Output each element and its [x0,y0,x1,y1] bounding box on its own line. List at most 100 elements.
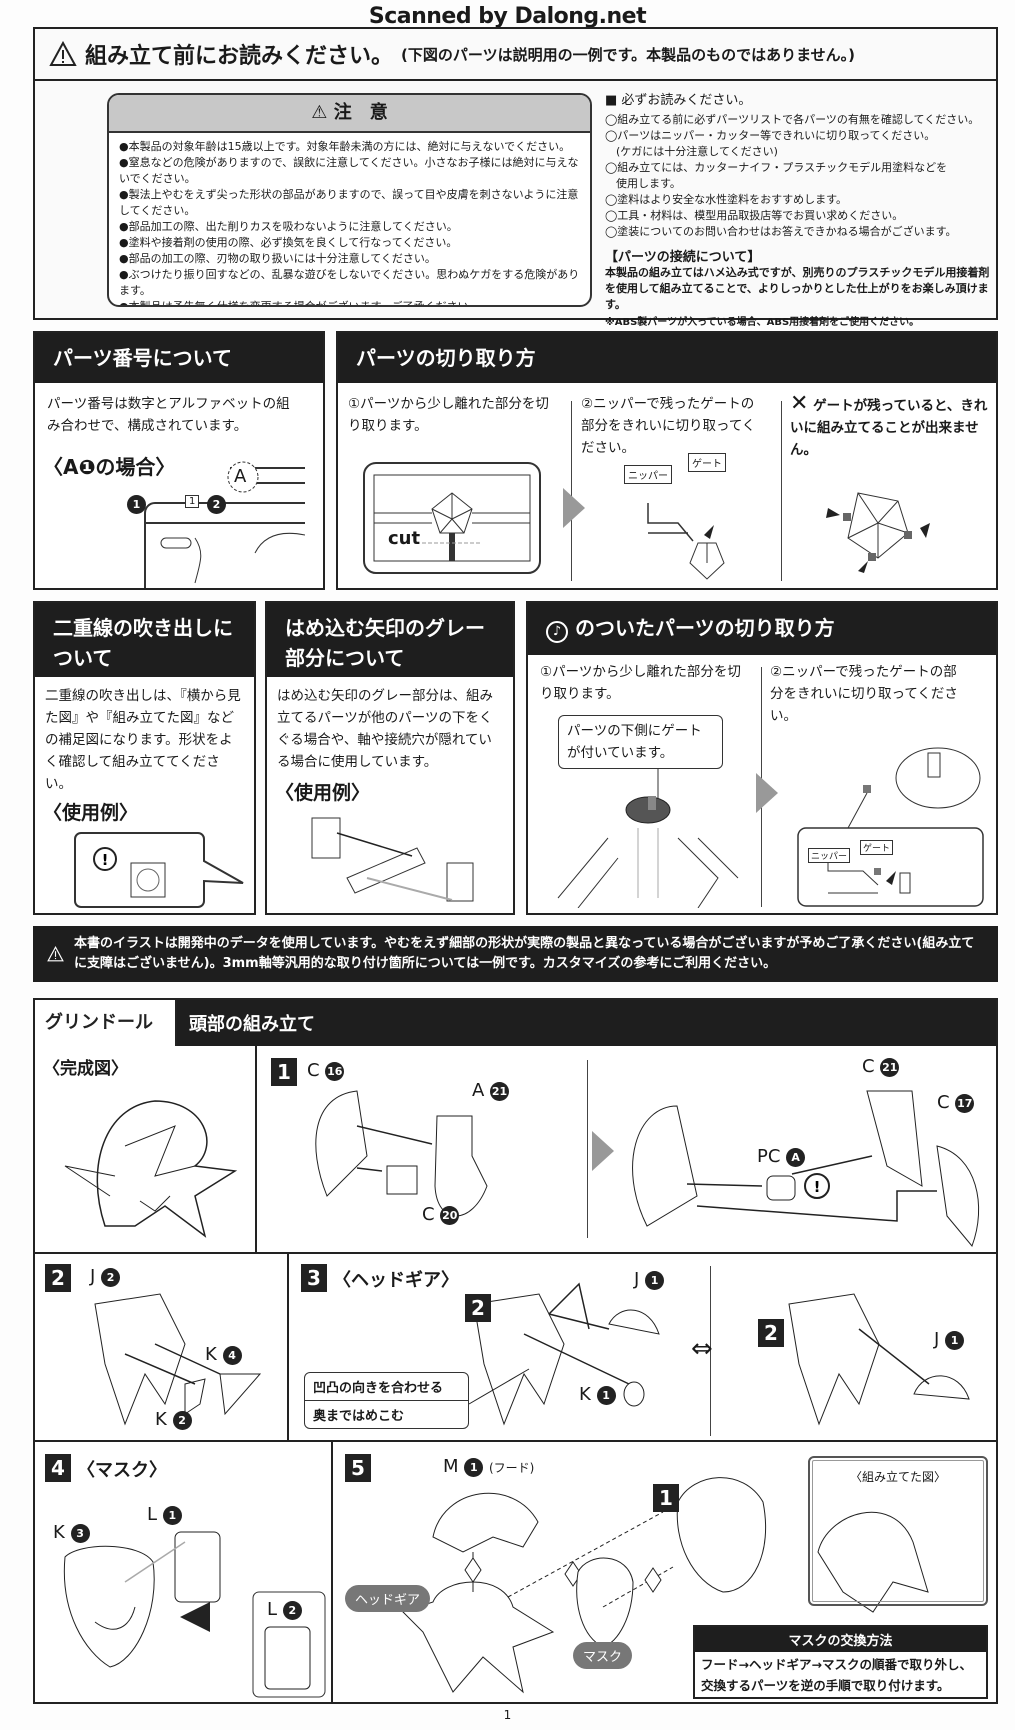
part-label: PC A [757,1146,806,1167]
gate-detail-illustration [797,747,984,907]
must-read-item: ◯工具・材料は、模型用品取扱店等でお買い求めください。 [605,209,904,222]
caution-item: ●部品加工の際、出た削りカスを吸わないように注意してください。 [119,220,458,233]
gray-arrow-title: はめ込む矢印のグレー部分について [267,603,513,677]
step2-illustration [94,1293,262,1426]
headgear-tag: ヘッドギア [345,1585,431,1612]
callout-example-illustration: ! [74,832,244,908]
part-label: K 2 [155,1409,192,1430]
double-line-text: 二重線の吹き出しは、『横から見た図』や『組み立てた図』などの補足図になります。形… [45,688,241,792]
must-read-item: ◯塗装についてのお問い合わせはお答えできかねる場合がございます。 [605,225,957,238]
runner-cut-illustration [363,462,541,574]
gate-part-illustration [557,768,739,908]
part-label: A 21 [472,1080,510,1101]
divider [587,1060,588,1238]
step2-panel: 2 J 2 K 4 K 2 [35,1254,289,1442]
gate-remaining-illustration [826,492,930,573]
warning-text: 本書のイラストは開発中のデータを使用しています。やむをえず細部の形状が実際の製品… [74,936,975,971]
must-read-item: ◯組み立てには、カッターナイフ・プラスチックモデル用塗料などを [605,161,948,174]
runner-letter: A [234,466,247,487]
part-numbers-panel: パーツ番号について パーツ番号は数字とアルファベットの組み合わせで、構成されてい… [33,331,325,590]
connection-title: 【パーツの接続について】 [605,250,761,265]
gate-cut-illustration [647,503,725,580]
illustration-warning-bar: 本書のイラストは開発中のデータを使用しています。やむをえず細部の形状が実際の製品… [33,926,998,982]
must-read-title: ■ 必ずお読みください。 [605,93,752,108]
notice-subtitle: (下図のパーツは説明用の一例です。本製品のものではありません。) [401,45,855,64]
step3-notes: 凹凸の向きを合わせる 奥まではめこむ [304,1372,469,1429]
part-number-2: 2 [207,495,226,514]
assembled-view-label: 〈組み立てた図〉 [849,1470,946,1484]
head-complete-illustration [64,1100,238,1238]
assembly-section: グリンドール 頭部の組み立て 〈完成図〉 1 C 16 A 21 C 20 C … [33,998,998,1704]
part-label: C 20 [422,1204,460,1225]
double-line-example: 〈使用例〉 [43,802,139,824]
x-icon: ✕ [790,391,809,416]
gate-label: ゲート [688,453,726,472]
must-read-item: ◯パーツはニッパー・カッター等できれいに切り取ってください。 [605,129,936,142]
part-label: K 1 [579,1384,616,1405]
next-arrow-icon [592,1131,614,1171]
cutting-title: パーツの切り取り方 [338,333,996,383]
step-number: 4 [45,1454,71,1482]
caution-item: ●本製品は予告無く仕様を変更する場合がございます。ご了承ください。 [119,300,480,307]
caution-title: 注 意 [333,102,388,123]
step4-title: 〈マスク〉 [77,1460,167,1481]
must-read-item: 使用します。 [605,177,681,190]
caution-item: ●部品の加工の際、刃物の取り扱いには十分注意してください。 [119,252,436,265]
runner-illustration [144,461,305,588]
gate-step1: ①パーツから少し離れた部分を切り取ります。 [540,664,741,702]
caution-box: ⚠ 注 意 ●本製品の対象年齢は15歳以上です。対象年齢未満の方には、絶対に与え… [107,93,592,307]
double-line-panel: 二重線の吹き出しについて 二重線の吹き出しは、『横から見た図』や『組み立てた図』… [33,601,256,915]
caution-item: ●本製品の対象年齢は15歳以上です。対象年齢未満の方には、絶対に与えないでくださ… [119,140,571,153]
part-label: J 2 [90,1266,121,1287]
step3-panel: 3 〈ヘッドギア〉 2 2 ⇔ J 1 K 1 J 1 凹凸の向きを合わせる 奥… [289,1254,996,1442]
gate-parts-title: のついたパーツの切り取り方 [574,616,835,640]
gate-parts-panel: ♪ のついたパーツの切り取り方 ①パーツから少し離れた部分を切り取ります。 ②ニ… [526,601,998,915]
mask-swap-text: フード→ヘッドギア→マスクの順番で取り外し、交換するパーツを逆の手順で取り付けま… [701,1657,972,1693]
connection-note: ※ABS製パーツが入っている場合、ABS用接着剤をご使用ください。 [605,317,920,328]
part-number-1: 1 [127,495,146,514]
model-name: グリンドール [35,1000,177,1046]
step5-panel: 5 M 1 (フード) 1 ヘッドギア マスク 〈組み立てた図〉 マスクの交換方… [333,1442,996,1704]
step-ref: 2 [465,1294,491,1322]
mask-swap-title: マスクの交換方法 [695,1627,986,1652]
step1-panel: 1 C 16 A 21 C 20 C 21 C 17 PC A ! [257,1046,996,1254]
part-label: M 1 (フード) [443,1456,535,1477]
complete-view-label: 〈完成図〉 [43,1059,128,1079]
warning-icon [49,41,77,66]
part-label: J 1 [634,1269,665,1290]
part-example-label: 〈A❶の場合〉 [43,455,176,479]
step-number: 1 [271,1058,297,1086]
gate-callout: パーツの下側にゲートが付いています。 [558,715,723,769]
cutting-bad-text: ゲートが残っていると、きれいに組み立てることが出来ません。 [790,398,988,458]
notice-section: 組み立て前にお読みください。 (下図のパーツは説明用の一例です。本製品のものでは… [33,27,998,328]
next-arrow-icon [756,773,778,813]
step4-panel: 4 〈マスク〉 L 1 K 3 L 2 [35,1442,333,1704]
part-label: K 4 [205,1344,242,1365]
step4-illustration [63,1531,326,1698]
gate-parts-header: ♪ のついたパーツの切り取り方 [528,603,996,655]
mask-swap-box: マスクの交換方法 フード→ヘッドギア→マスクの順番で取り外し、交換するパーツを逆… [693,1625,988,1699]
part-numbers-title: パーツ番号について [35,333,323,383]
gate-mark-icon: ♪ [546,621,568,643]
assembled-view-box: 〈組み立てた図〉 [808,1456,988,1606]
must-read-item: (ケガには十分注意してください) [605,145,778,158]
caution-item: ●製法上やむをえず尖った形状の部品がありますので、誤って目や皮膚を刺さないように… [119,188,579,217]
step3-illustration [468,1282,970,1426]
must-read-list: ◯組み立てる前に必ずパーツリストで各パーツの有無を確認してください。◯パーツはニ… [605,112,990,240]
caution-item: ●ぶつけたり振り回すなどの、乱暴な遊びをしないでください。思わぬケガをする危険が… [119,268,580,297]
warning-icon [47,945,64,962]
caution-list: ●本製品の対象年齢は15歳以上です。対象年齢未満の方には、絶対に与えないでくださ… [109,133,590,307]
caution-header: ⚠ 注 意 [109,95,590,133]
part-label: C 17 [937,1092,975,1113]
part-label: K 3 [53,1522,90,1543]
cutting-panel: パーツの切り取り方 ①パーツから少し離れた部分を切り取ります。 ②ニッパーで残っ… [336,331,998,590]
watermark: Scanned by Dalong.net [368,4,647,29]
cut-label: cut [388,528,421,549]
step3-title: 〈ヘッドギア〉 [333,1270,459,1291]
part-label: J 1 [934,1329,965,1350]
caution-item: ●塗料や接着剤の使用の際、必ず換気を良くして行なってください。 [119,236,458,249]
svg-text:!: ! [102,851,109,869]
step5-illustration [402,1477,929,1694]
notice-title: 組み立て前にお読みください。 [85,44,394,69]
part-tag: 1 [185,495,200,508]
